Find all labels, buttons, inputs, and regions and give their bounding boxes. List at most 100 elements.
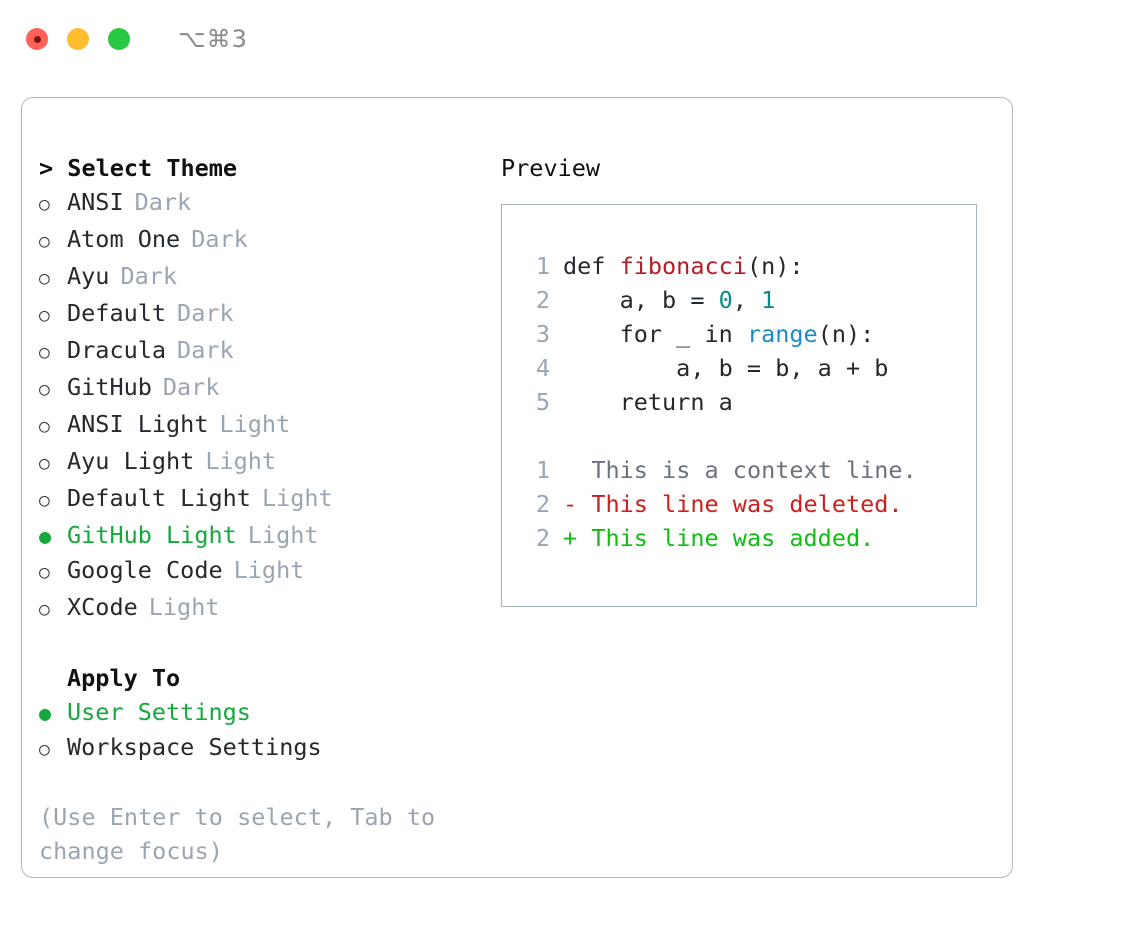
theme-variant-tag: Light xyxy=(219,410,291,438)
minimize-button[interactable] xyxy=(67,28,89,50)
list-spacer xyxy=(39,627,499,661)
diff-sample: 1 This is a context line.2- This line wa… xyxy=(522,453,976,555)
theme-variant-tag: Light xyxy=(247,521,319,549)
apply-to-option-label: User Settings xyxy=(67,698,251,726)
radio-selected-icon: ● xyxy=(39,524,52,548)
line-number: 2 xyxy=(535,524,550,552)
theme-option-ansi[interactable]: ○ ANSI Dark xyxy=(39,185,499,222)
code-token-call: range xyxy=(746,320,818,348)
window-controls xyxy=(26,28,130,50)
diff-text: This line was added. xyxy=(591,524,875,552)
preview-title: Preview xyxy=(501,154,601,182)
code-line-text: def fibonacci(n): xyxy=(563,249,804,283)
theme-option-label: Atom One xyxy=(67,225,181,253)
select-theme-header: > Select Theme xyxy=(39,154,238,182)
code-diff-spacer xyxy=(522,419,976,453)
line-number: 1 xyxy=(535,252,550,280)
radio-unselected-icon: ○ xyxy=(39,342,50,363)
theme-variant-tag: Light xyxy=(261,484,333,512)
apply-to-option-label: Workspace Settings xyxy=(67,733,322,761)
diff-text: This line was deleted. xyxy=(591,490,903,518)
code-token-plain: def xyxy=(563,252,620,280)
radio-unselected-icon: ○ xyxy=(39,562,50,583)
code-token-plain: return a xyxy=(563,388,733,416)
zoom-button[interactable] xyxy=(108,28,130,50)
diff-line-added: 2 + This line was added. xyxy=(522,521,976,555)
code-token-plain: for _ in xyxy=(563,320,747,348)
radio-unselected-icon: ○ xyxy=(39,599,50,620)
theme-option-label: GitHub xyxy=(67,373,152,401)
radio-unselected-icon: ○ xyxy=(39,268,50,289)
close-button[interactable] xyxy=(26,28,48,50)
code-line-text: return a xyxy=(563,385,733,419)
theme-option-github[interactable]: ○ GitHub Dark xyxy=(39,370,499,407)
code-token-plain: a, b = b, a + b xyxy=(563,354,889,382)
diff-sign: + xyxy=(563,524,578,552)
radio-selected-icon: ● xyxy=(39,701,52,725)
radio-unselected-icon: ○ xyxy=(39,379,50,400)
line-number: 1 xyxy=(535,456,550,484)
code-token-plain: a, b = xyxy=(563,286,719,314)
code-token-plain: (n): xyxy=(817,320,875,348)
theme-variant-tag: Light xyxy=(205,447,277,475)
radio-unselected-icon: ○ xyxy=(39,490,50,511)
diff-line-context: 1 This is a context line. xyxy=(522,453,976,487)
theme-option-label: Ayu Light xyxy=(67,447,195,475)
diff-line-deleted: 2- This line was deleted. xyxy=(522,487,976,521)
radio-unselected-icon: ○ xyxy=(39,194,50,215)
theme-variant-tag: Dark xyxy=(134,188,192,216)
apply-to-option-user-settings[interactable]: ● User Settings xyxy=(39,695,499,730)
theme-variant-tag: Dark xyxy=(191,225,248,253)
code-token-fn: fibonacci xyxy=(619,252,747,280)
radio-unselected-icon: ○ xyxy=(39,305,50,326)
theme-option-label: ANSI Light xyxy=(67,410,209,438)
line-number: 3 xyxy=(535,320,550,348)
code-line: 4 a, b = b, a + b xyxy=(522,351,976,385)
theme-option-label: XCode xyxy=(67,593,138,621)
line-number: 5 xyxy=(535,388,550,416)
diff-line-text: + This line was added. xyxy=(563,521,874,555)
theme-option-ayu[interactable]: ○ Ayu Dark xyxy=(39,259,499,296)
diff-line-text: This is a context line. xyxy=(563,453,917,487)
code-token-plain: (n): xyxy=(746,252,804,280)
theme-option-label: Default xyxy=(67,299,167,327)
diff-sign xyxy=(563,456,577,484)
diff-line-text: - This line was deleted. xyxy=(563,487,903,521)
code-line-text: for _ in range(n): xyxy=(563,317,875,351)
code-line: 1 def fibonacci(n): xyxy=(522,249,976,283)
code-line: 3 for _ in range(n): xyxy=(522,317,976,351)
code-token-num: 0 xyxy=(718,286,733,314)
theme-option-label: Dracula xyxy=(67,336,167,364)
code-line-text: a, b = b, a + b xyxy=(563,351,888,385)
radio-unselected-icon: ○ xyxy=(39,739,50,760)
theme-variant-tag: Dark xyxy=(120,262,178,290)
code-line-text: a, b = 0, 1 xyxy=(563,283,776,317)
theme-option-ansi-light[interactable]: ○ ANSI Light Light xyxy=(39,407,499,444)
theme-option-label: ANSI xyxy=(67,188,124,216)
title-bar: ⌥⌘3 xyxy=(0,0,1140,78)
diff-sign: - xyxy=(563,490,578,518)
theme-option-label: Ayu xyxy=(67,262,110,290)
apply-to-header: Apply To xyxy=(67,664,181,692)
theme-variant-tag: Dark xyxy=(162,373,220,401)
code-token-num: 1 xyxy=(761,286,776,314)
apply-to-option-workspace-settings[interactable]: ○ Workspace Settings xyxy=(39,730,499,767)
keyboard-shortcut-label: ⌥⌘3 xyxy=(178,25,248,53)
radio-unselected-icon: ○ xyxy=(39,416,50,437)
diff-text: This is a context line. xyxy=(591,456,917,484)
